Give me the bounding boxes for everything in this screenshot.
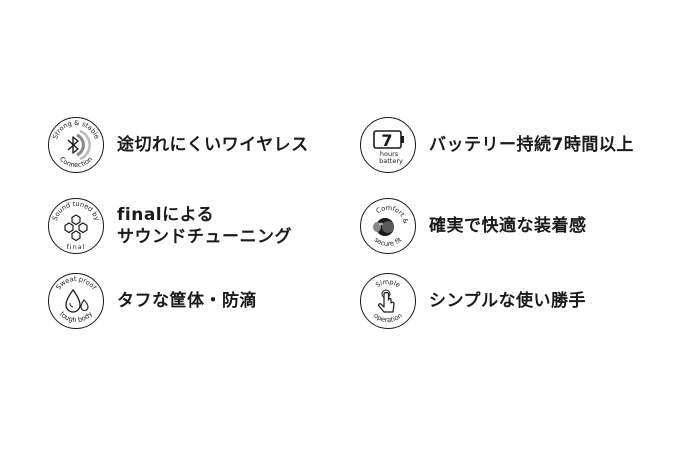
badge-arc-bottom-text: tough body <box>58 310 94 324</box>
svg-text:tough body: tough body <box>58 310 94 324</box>
badge-wireless: Strong & stable Connection <box>47 116 105 174</box>
badge-battery: 7 hours battery <box>359 116 417 174</box>
feature-label: バッテリー持続7時間以上 <box>429 135 634 155</box>
badge-arc-top-text: Simple <box>374 278 401 289</box>
feature-tough: Sweat proof tough body タフな筐体・防滴 <box>47 272 257 330</box>
badge-comfort: Comfort & secure fit <box>359 197 417 255</box>
earbud-icon: Comfort & secure fit <box>360 198 416 254</box>
svg-text:operation: operation <box>372 312 403 324</box>
svg-text:Strong & stable: Strong & stable <box>51 119 101 140</box>
hexagon-cluster-icon: Sound tuned by final <box>48 198 104 254</box>
feature-battery: 7 hours battery バッテリー持続7時間以上 <box>359 116 634 174</box>
badge-arc-top-text: Sound tuned by <box>51 200 101 222</box>
feature-sound: Sound tuned by final finalによる サウンドチューニング <box>47 197 292 255</box>
feature-simple: Simple operation シンプルな使い勝手 <box>359 272 586 330</box>
battery-hours-text: hours <box>380 150 399 158</box>
feature-wireless: Strong & stable Connection 途切れにくいワイヤレス <box>47 116 309 174</box>
feature-label-line-1: finalによる <box>117 205 215 225</box>
battery-battery-text: battery <box>379 157 403 165</box>
water-drop-icon: Sweat proof tough body <box>48 273 104 329</box>
badge-sound: Sound tuned by final <box>47 197 105 255</box>
svg-text:secure fit: secure fit <box>373 236 404 249</box>
badge-arc-bottom-text: operation <box>372 312 403 324</box>
feature-label: finalによる サウンドチューニング <box>117 204 292 248</box>
svg-text:Sound tuned by: Sound tuned by <box>51 200 101 222</box>
badge-tough: Sweat proof tough body <box>47 272 105 330</box>
feature-label: タフな筐体・防滴 <box>117 291 257 311</box>
battery-icon: 7 hours battery <box>360 117 416 173</box>
badge-arc-top-text: Strong & stable <box>51 119 101 140</box>
badge-simple: Simple operation <box>359 272 417 330</box>
svg-text:Connection: Connection <box>58 155 94 169</box>
feature-comfort: Comfort & secure fit 確実で快適な装着感 <box>359 197 587 255</box>
battery-hours-number: 7 <box>381 131 392 150</box>
feature-label: 途切れにくいワイヤレス <box>117 135 309 155</box>
svg-text:Simple: Simple <box>374 278 401 289</box>
touch-finger-icon: Simple operation <box>360 273 416 329</box>
feature-label-line-2: サウンドチューニング <box>117 227 292 247</box>
feature-label: 確実で快適な装着感 <box>429 216 587 236</box>
badge-arc-bottom-text: secure fit <box>373 236 404 249</box>
badge-bottom-text: final <box>66 243 85 251</box>
feature-label: シンプルな使い勝手 <box>429 291 586 311</box>
bluetooth-icon: Strong & stable Connection <box>48 117 104 173</box>
badge-arc-bottom-text: Connection <box>58 155 94 169</box>
